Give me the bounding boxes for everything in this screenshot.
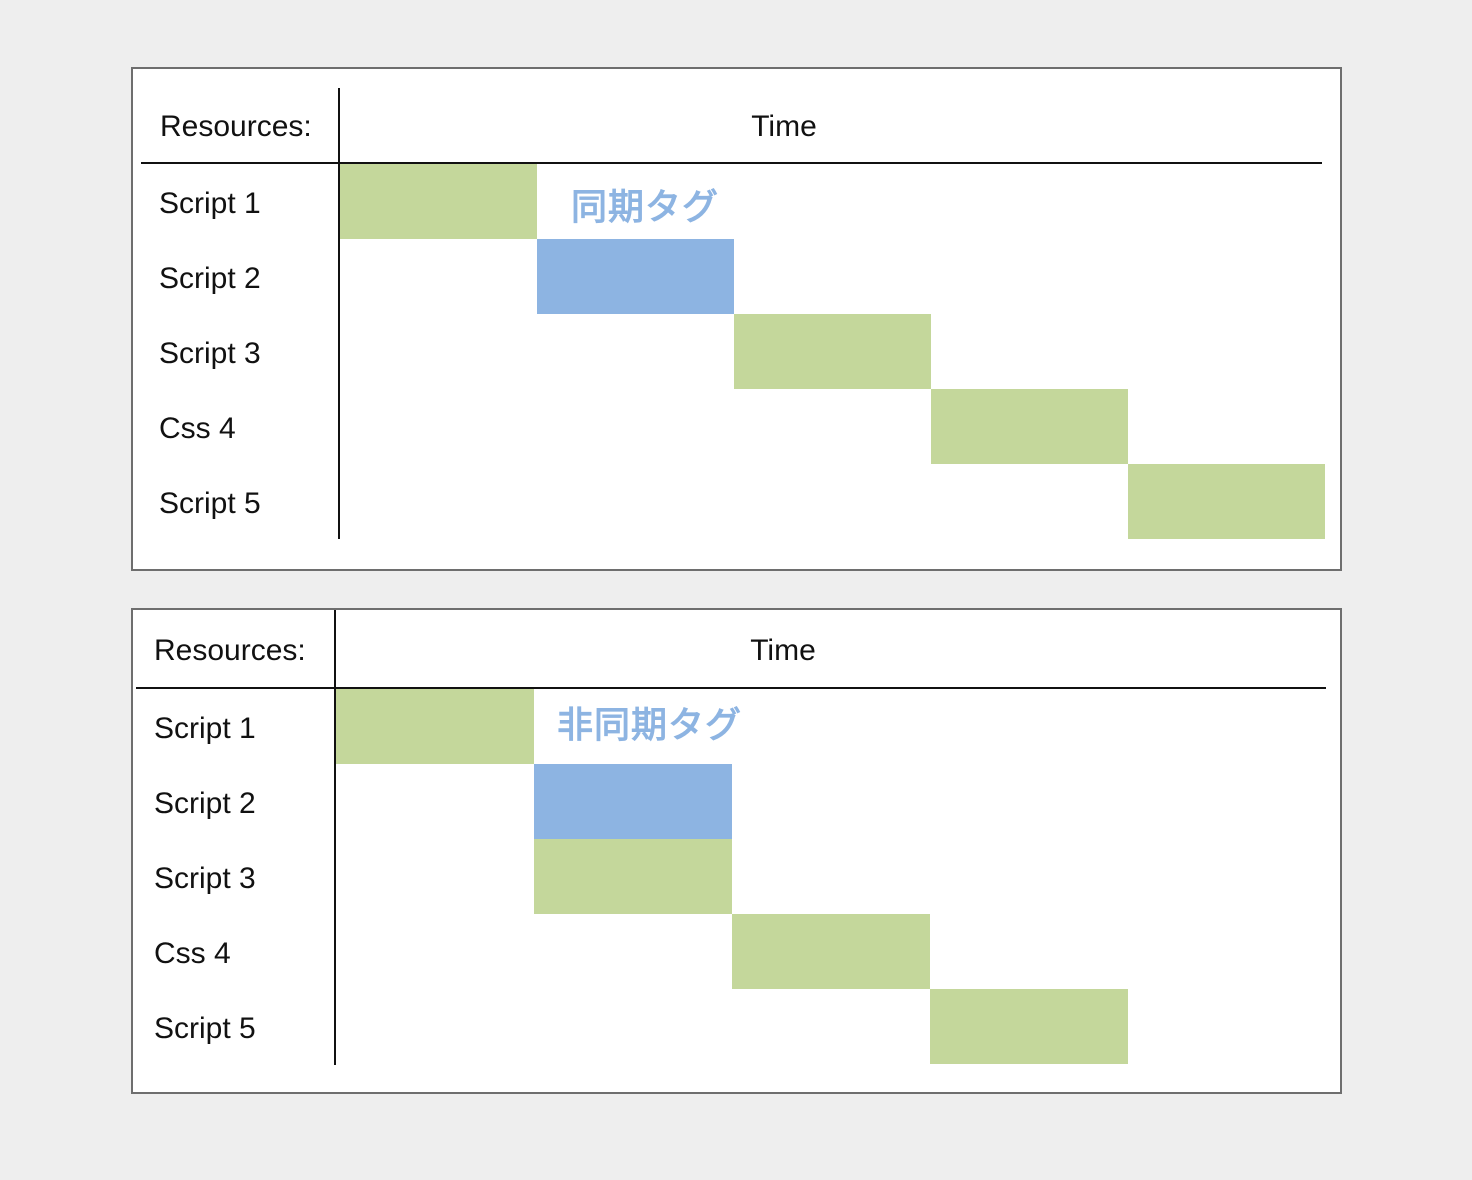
row-label-css-4: Css 4 xyxy=(154,937,231,970)
row-label-script-1: Script 1 xyxy=(154,712,256,745)
bar-script-1 xyxy=(340,164,537,239)
row-label-script-2: Script 2 xyxy=(154,787,256,820)
bar-script-5 xyxy=(1128,464,1325,539)
row-label-script-5: Script 5 xyxy=(154,1012,256,1045)
bar-css-4 xyxy=(931,389,1128,464)
bar-script-5 xyxy=(930,989,1128,1064)
bar-script-3 xyxy=(534,839,732,914)
time-header: Time xyxy=(750,634,816,667)
resources-header: Resources: xyxy=(154,634,306,667)
sync-tag-annotation: 同期タグ xyxy=(571,186,720,227)
row-label-script-5: Script 5 xyxy=(159,487,261,520)
header-divider xyxy=(141,162,1322,164)
column-divider xyxy=(334,610,336,1065)
time-header: Time xyxy=(751,110,817,143)
bar-script-1 xyxy=(336,689,534,764)
bar-script-3 xyxy=(734,314,931,389)
column-divider xyxy=(338,88,340,539)
bar-css-4 xyxy=(732,914,930,989)
row-label-css-4: Css 4 xyxy=(159,412,236,445)
row-label-script-1: Script 1 xyxy=(159,187,261,220)
sync-timeline-panel: Resources: Time Script 1 Script 2 Script… xyxy=(131,67,1342,571)
resources-header: Resources: xyxy=(160,110,312,143)
header-divider xyxy=(136,687,1326,689)
row-label-script-3: Script 3 xyxy=(154,862,256,895)
row-label-script-3: Script 3 xyxy=(159,337,261,370)
bar-script-2 xyxy=(534,764,732,839)
bar-script-2 xyxy=(537,239,734,314)
row-label-script-2: Script 2 xyxy=(159,262,261,295)
async-timeline-panel: Resources: Time Script 1 Script 2 Script… xyxy=(131,608,1342,1094)
async-tag-annotation: 非同期タグ xyxy=(557,704,743,745)
